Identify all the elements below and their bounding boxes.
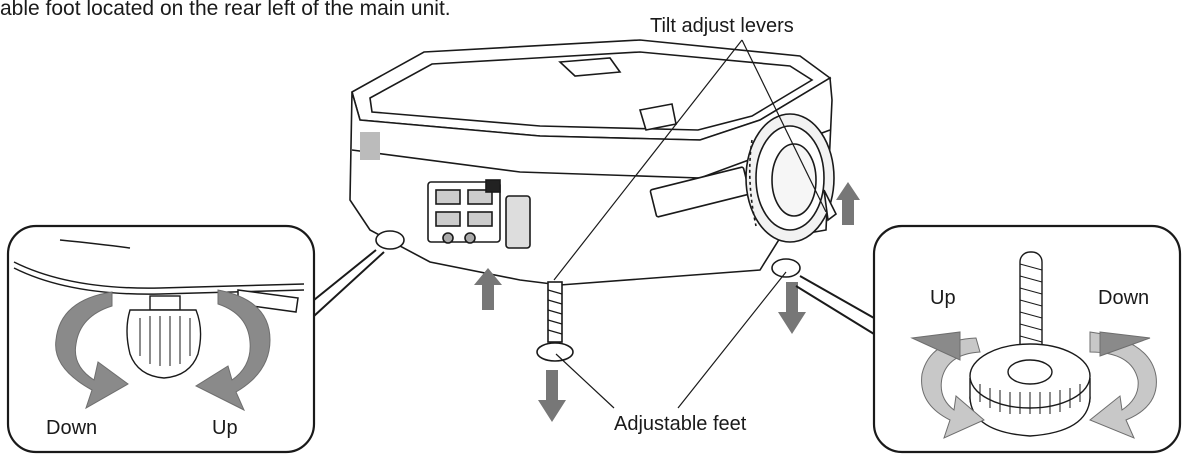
right-inset-up-label: Up bbox=[930, 287, 956, 309]
left-inset-arrow-down bbox=[55, 291, 129, 410]
right-inset-arrow-down bbox=[1089, 331, 1157, 439]
lens bbox=[745, 113, 835, 243]
left-inset-up-label: Up bbox=[212, 417, 238, 439]
adjustable-foot-front bbox=[536, 281, 574, 362]
right-inset-down-label: Down bbox=[1098, 287, 1150, 309]
left-inset-knob bbox=[126, 295, 202, 379]
up-arrow-right bbox=[836, 182, 860, 225]
right-inset-screw bbox=[1019, 251, 1043, 365]
projector-body bbox=[349, 39, 838, 362]
left-inset-arrow-up bbox=[194, 289, 271, 412]
projector-arrows bbox=[474, 182, 860, 422]
right-inset-arrow-up bbox=[921, 337, 985, 439]
up-arrow-left bbox=[474, 268, 502, 310]
down-arrow-front bbox=[538, 370, 566, 422]
right-inset bbox=[872, 224, 1182, 454]
down-arrow-right bbox=[778, 282, 806, 334]
leader-lines bbox=[553, 39, 827, 409]
tilt-levers-label: Tilt adjust levers bbox=[650, 15, 794, 37]
vent-grille bbox=[360, 132, 380, 160]
connector-panel bbox=[427, 179, 531, 249]
adjustable-feet-label: Adjustable feet bbox=[614, 413, 747, 435]
caption-text: able foot located on the rear left of th… bbox=[0, 0, 451, 20]
left-inset bbox=[6, 224, 316, 454]
left-inset-down-label: Down bbox=[46, 417, 98, 439]
right-inset-knob bbox=[969, 343, 1091, 437]
